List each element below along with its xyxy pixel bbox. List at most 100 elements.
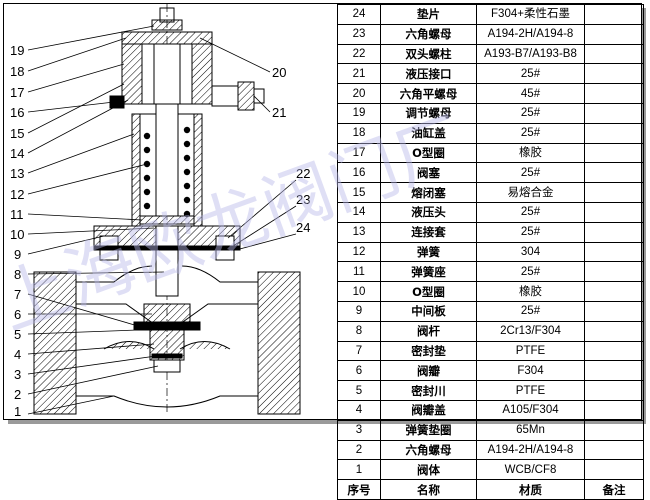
cell-no: 5 [337, 380, 381, 401]
cell-no: 16 [337, 162, 381, 184]
callout-10: 10 [10, 227, 24, 242]
cell-material: 2Cr13/F304 [476, 320, 585, 342]
cell-no: 18 [337, 122, 381, 144]
cell-material: F304 [476, 360, 585, 382]
cell-remark [584, 360, 644, 382]
cell-remark [584, 142, 644, 164]
cell-name: 阀体 [380, 459, 477, 481]
callout-21: 21 [272, 105, 286, 120]
cell-no: 10 [337, 281, 381, 302]
nut-2 [153, 359, 181, 373]
cell-name: 阀杆 [380, 320, 477, 342]
cell-no: 19 [337, 102, 381, 124]
header-material: 材质 [476, 479, 585, 500]
cell-material: F304+柔性石墨 [476, 4, 585, 25]
frame-shadow-right [642, 8, 646, 424]
callout-24: 24 [296, 220, 310, 235]
cell-name: 密封川 [380, 380, 477, 401]
cell-name: 阀瓣盖 [380, 399, 477, 421]
cell-name: 调节螺母 [380, 102, 477, 124]
cell-name: 阀瓣 [380, 360, 477, 382]
cell-no: 23 [337, 23, 381, 45]
cell-material: 304 [476, 241, 585, 263]
cell-material: 橡胶 [476, 281, 585, 302]
table-header-row: 序号名称材质备注 [337, 479, 644, 500]
cell-material: 45# [476, 83, 585, 104]
cell-name: 弹簧座 [380, 261, 477, 283]
header-remark: 备注 [584, 479, 644, 500]
callout-16: 16 [10, 105, 24, 120]
cell-material: 25# [476, 221, 585, 243]
callout-13: 13 [10, 166, 24, 181]
cell-no: 13 [337, 221, 381, 243]
cell-no: 1 [337, 459, 381, 481]
cell-remark [584, 340, 644, 362]
callout-15: 15 [10, 126, 24, 141]
spring-12 [143, 126, 191, 218]
cell-no: 4 [337, 399, 381, 421]
callout-23: 23 [296, 192, 310, 207]
callout-5: 5 [14, 327, 21, 342]
cell-material: A194-2H/A194-8 [476, 23, 585, 45]
callout-12: 12 [10, 187, 24, 202]
cell-remark [584, 182, 644, 203]
cell-no: 8 [337, 320, 381, 342]
callout-14: 14 [10, 146, 24, 161]
callout-20: 20 [272, 65, 286, 80]
cell-remark [584, 419, 644, 441]
cell-name: 双头螺柱 [380, 43, 477, 65]
callout-1: 1 [14, 404, 21, 419]
cell-name: 液压头 [380, 201, 477, 223]
callout-18: 18 [10, 64, 24, 79]
valve-cross-section-drawing: 19 18 17 16 15 14 13 12 11 10 9 8 7 6 5 … [10, 4, 310, 419]
cell-no: 20 [337, 83, 381, 104]
callout-4: 4 [14, 347, 21, 362]
cell-name: 六角螺母 [380, 439, 477, 461]
cell-name: 垫片 [380, 4, 477, 25]
cell-remark [584, 439, 644, 461]
callout-6: 6 [14, 307, 21, 322]
cell-name: 油缸盖 [380, 122, 477, 144]
callout-22: 22 [296, 166, 310, 181]
seal-7 [133, 321, 201, 331]
cell-material: A105/F304 [476, 399, 585, 421]
gasket-24 [93, 245, 241, 251]
cell-name: 连接套 [380, 221, 477, 243]
callout-7: 7 [14, 287, 21, 302]
cell-material: A193-B7/A193-B8 [476, 43, 585, 65]
cell-no: 14 [337, 201, 381, 223]
cell-no: 22 [337, 43, 381, 65]
cell-remark [584, 201, 644, 223]
cell-remark [584, 221, 644, 243]
cell-name: 熔闭塞 [380, 182, 477, 203]
cell-no: 15 [337, 182, 381, 203]
washer-3 [151, 353, 183, 359]
cell-no: 24 [337, 4, 381, 25]
callout-3: 3 [14, 367, 21, 382]
cell-material: 25# [476, 300, 585, 322]
cell-remark [584, 399, 644, 421]
cell-material: 25# [476, 162, 585, 184]
cell-no: 9 [337, 300, 381, 322]
cell-no: 6 [337, 360, 381, 382]
cell-name: 六角螺母 [380, 23, 477, 45]
frame-shadow-bottom [8, 420, 646, 424]
cell-remark [584, 380, 644, 401]
drawing-frame: 19 18 17 16 15 14 13 12 11 10 9 8 7 6 5 … [0, 3, 646, 500]
callout-17: 17 [10, 85, 24, 100]
callout-11: 11 [10, 207, 24, 222]
cell-remark [584, 43, 644, 65]
